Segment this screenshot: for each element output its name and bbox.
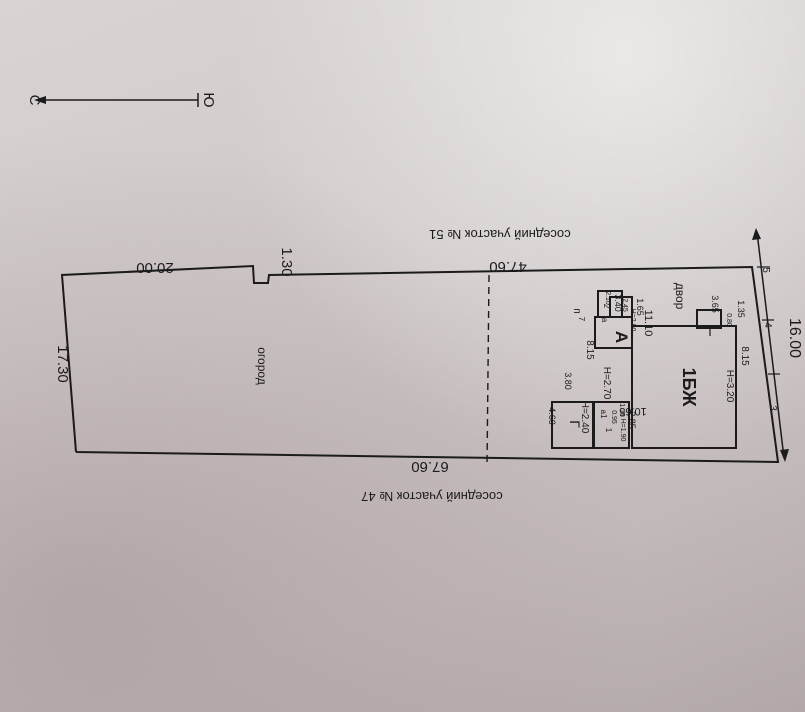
dim-1-10: 1.10 <box>618 403 625 417</box>
plot-dim-right: 16.00 <box>786 318 803 358</box>
dim-1-65: 1.65 <box>635 298 645 316</box>
plot-dim-left: 17.30 <box>54 345 71 383</box>
annex-label: А <box>612 331 631 343</box>
dim-4-60: 4.60 <box>547 407 557 425</box>
plot-dim-step: 1.30 <box>278 247 295 276</box>
point-5: 5 <box>760 267 771 273</box>
plot-dim-top-left: 20.00 <box>136 259 174 276</box>
dim-0-95: 0.95 <box>610 410 617 424</box>
dim-0-80: 0.80 <box>725 313 732 327</box>
dim-2-85: 2.85 <box>627 411 637 429</box>
label-a: а <box>600 318 609 323</box>
shed-outline <box>551 401 594 449</box>
point-4: 4 <box>762 322 773 328</box>
dim-10-65: 10.65 <box>619 405 647 417</box>
height-3-20: Н=3.20 <box>724 370 735 403</box>
dim-1-35: 1.35 <box>736 300 746 318</box>
height-2-00: Н=2.00 <box>629 309 636 332</box>
label-a1: а1 <box>599 410 608 419</box>
garden-yard-divider <box>486 274 490 467</box>
plot-dim-top-right: 47.60 <box>489 258 527 275</box>
separator-mark-num: 7 <box>577 317 586 322</box>
neighbor-top-label: соседний участок № 51 <box>429 227 571 242</box>
dim-11-10: 11.10 <box>642 310 654 337</box>
dim-8-15-right: 8.15 <box>739 346 750 366</box>
garden-label: огород <box>255 347 269 385</box>
north-arrow <box>34 93 199 107</box>
neighbor-bottom-label: соседний участок № 47 <box>361 489 503 504</box>
dim-2-45: 2.45 <box>621 298 628 312</box>
dim-3-80: 3.80 <box>563 372 573 390</box>
main-house-label: 1БЖ <box>679 368 699 408</box>
dim-3-40: 3.40 <box>613 294 623 312</box>
survey-line <box>752 228 789 462</box>
dim-2-10: 2.10 <box>604 291 611 305</box>
height-2-70: Н=2.70 <box>601 367 612 400</box>
dim-8-15-left: 8.15 <box>584 340 595 360</box>
yard-structure <box>696 309 722 329</box>
height-1-90: Н=1.90 <box>619 419 626 442</box>
dim-3-65: 3.65 <box>710 295 720 313</box>
main-house-outline <box>631 325 737 449</box>
mark-1: 1 <box>604 428 613 433</box>
compass-north-label: С <box>26 95 43 106</box>
height-2-40: Н=2.40 <box>579 401 590 434</box>
mark-2: 2 <box>602 304 611 309</box>
yard-label: двор <box>673 283 687 310</box>
plot-boundary <box>60 264 780 464</box>
building-cluster <box>551 290 737 449</box>
point-3: 3 <box>767 405 778 411</box>
compass-south-label: Ю <box>200 92 217 107</box>
annex-small-room <box>609 296 633 318</box>
separator-mark: п <box>571 308 582 313</box>
shed-label: Г <box>567 420 583 428</box>
plot-dim-bottom: 67.60 <box>411 458 449 475</box>
